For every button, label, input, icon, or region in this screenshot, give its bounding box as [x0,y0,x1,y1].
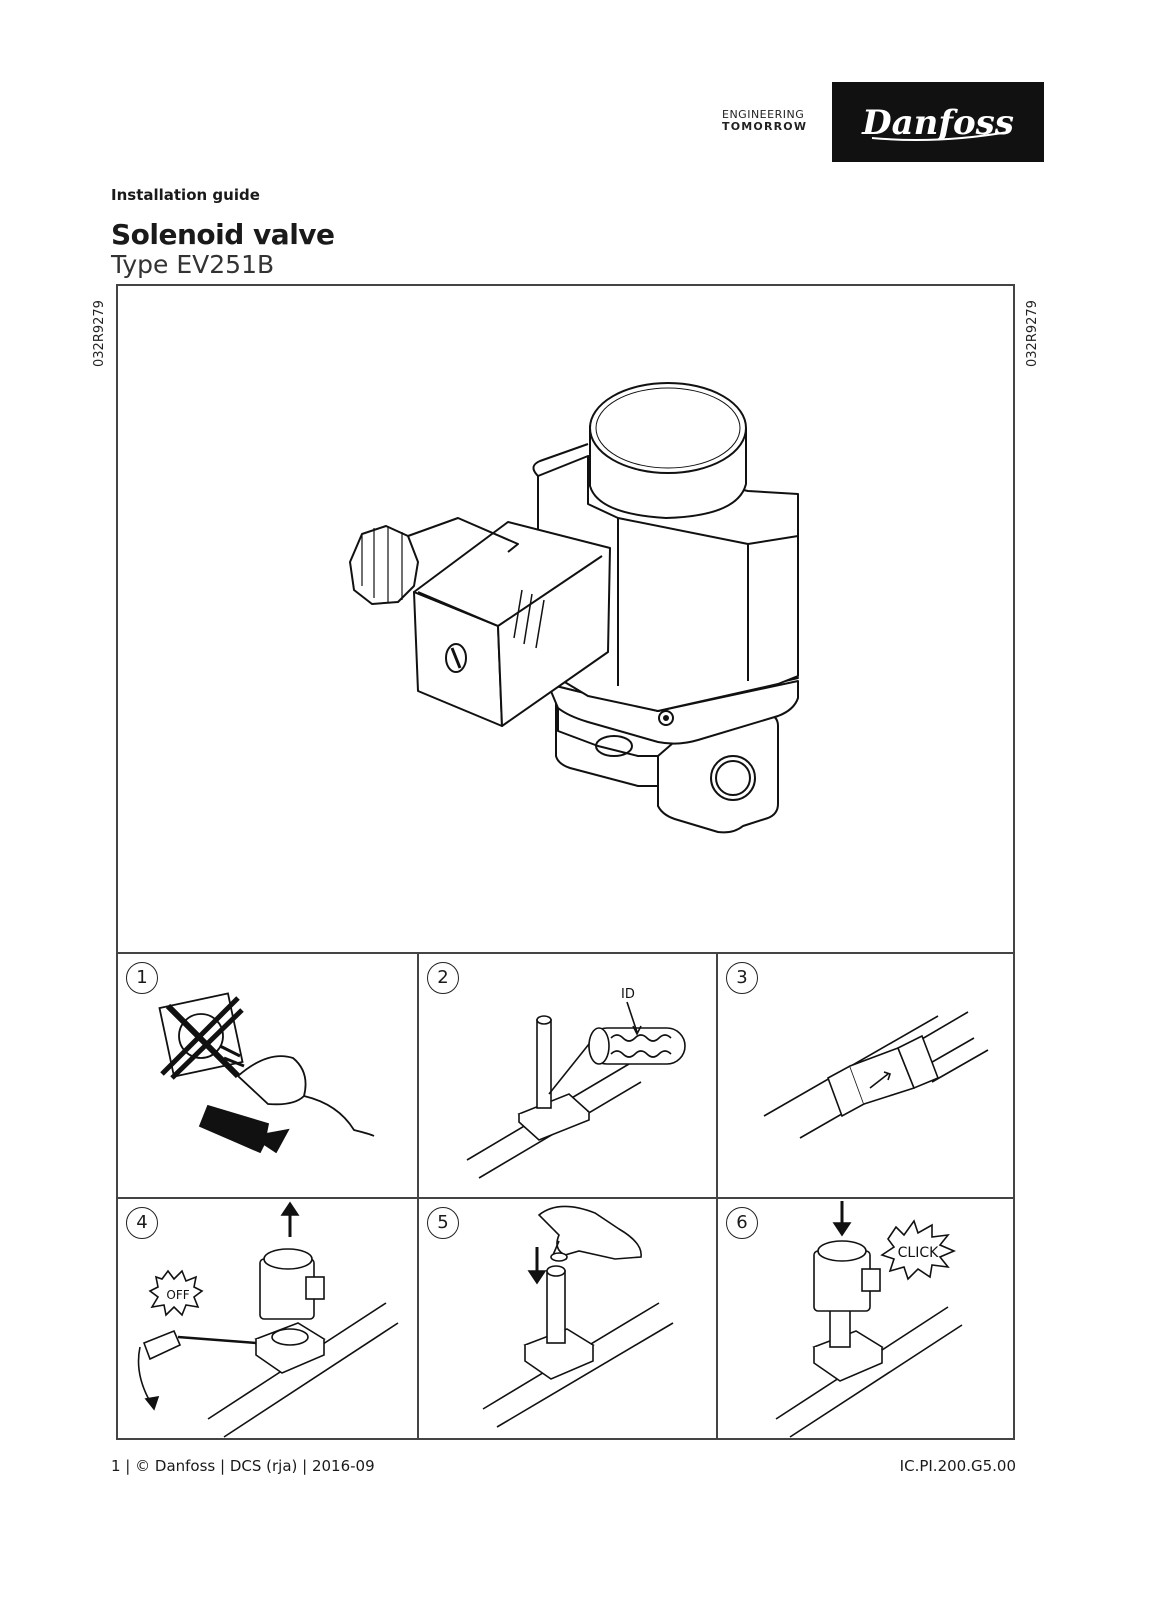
step-6-panel: CLICK 6 [716,1197,1015,1440]
id-label: ID [621,987,635,1002]
step-1-panel: 1 [118,954,417,1197]
flow-direction-pipe-icon [763,1011,989,1139]
off-label: OFF [166,1288,189,1302]
solenoid-valve-illustration [118,286,1013,952]
step-1-number: 1 [126,962,158,994]
side-code-right: 032R9279 [1025,300,1040,367]
remove-coil-icon: OFF [137,1201,399,1438]
mount-coil-icon: CLICK [775,1201,963,1438]
step-5-number: 5 [427,1207,459,1239]
danfoss-logo: Danfoss [832,82,1044,162]
page-subtitle: Type EV251B [111,250,275,279]
document-type-label: Installation guide [111,186,260,204]
click-label: CLICK [898,1245,939,1261]
step-4-panel: OFF 4 [118,1197,417,1440]
step-3-number: 3 [726,962,758,994]
insert-armature-icon [482,1205,674,1428]
solenoid-valve-drawing [349,382,799,834]
armature-tube-id-icon: ID [466,987,686,1179]
tagline-line2: TOMORROW [722,120,808,133]
step-2-number: 2 [427,962,459,994]
footer-doc-code: IC.PI.200.G5.00 [899,1457,1016,1475]
side-code-left: 032R9279 [92,300,107,367]
page-title: Solenoid valve [111,218,335,251]
unplug-power-icon [158,992,375,1154]
footer-copyright: 1 | © Danfoss | DCS (rja) | 2016-09 [111,1457,375,1475]
step-6-number: 6 [726,1207,758,1239]
illustration-frame: 1 ID 2 [116,284,1015,1440]
step-2-panel: ID 2 [417,954,716,1197]
step-4-number: 4 [126,1207,158,1239]
step-3-panel: 3 [716,954,1015,1197]
tagline-line1: ENGINEERING [722,108,805,121]
steps-grid: 1 ID 2 [118,952,1015,1440]
brand-tagline: ENGINEERING TOMORROW [722,109,822,133]
step-5-panel: 5 [417,1197,716,1440]
brand-wordmark: Danfoss [861,103,1014,143]
